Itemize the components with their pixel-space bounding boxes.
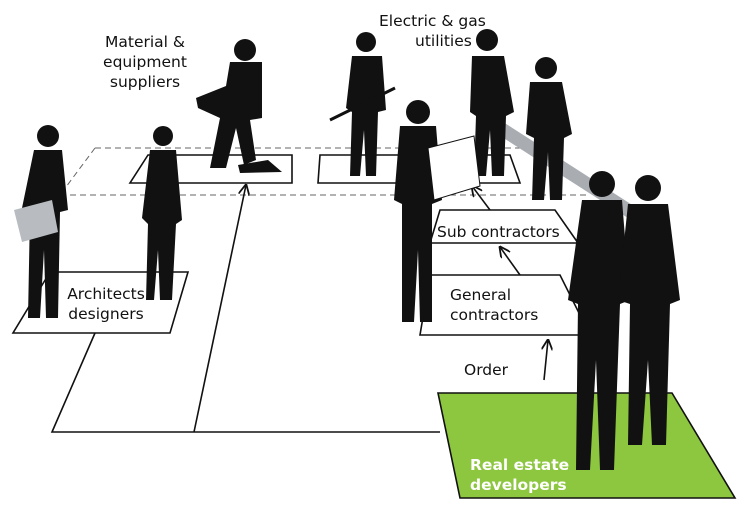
material-suppliers-line-2: equipment (103, 53, 187, 71)
standing-worker-silhouette (329, 32, 396, 176)
developer-man-1-silhouette (568, 171, 630, 470)
radio-worker-silhouette (470, 29, 514, 176)
general-contractors-line-1: General (450, 286, 512, 304)
general-contractors-label: General contractors (450, 285, 538, 325)
utilities-label: Electric & gas utilities (379, 11, 486, 51)
designers-line-2: designers (68, 305, 144, 323)
material-suppliers-line-3: suppliers (109, 73, 181, 91)
utilities-line-2: utilities (415, 32, 472, 50)
developer-man-2-silhouette (618, 175, 680, 445)
order-label: Order (464, 361, 509, 379)
architect-woman-silhouette (142, 126, 182, 300)
utilities-line-1: Electric & gas (379, 12, 486, 30)
real-estate-line-1: Real estate (470, 456, 570, 474)
toolbelt-worker-silhouette (526, 57, 572, 200)
material-suppliers-line-1: Material & (105, 33, 185, 51)
developers-line-2: developers (470, 476, 567, 494)
document-icon (427, 135, 481, 201)
real-estate-developers-label: Real estate developers (470, 455, 569, 495)
silhouettes (14, 29, 680, 470)
shoveling-worker-silhouette (196, 39, 282, 173)
reading-man-silhouette (394, 100, 442, 322)
general-contractors-line-2: contractors (450, 306, 539, 324)
architects-designers-label: Architects designers (58, 284, 154, 324)
sub-contractors-label: Sub contractors (437, 223, 560, 241)
architects-line-1: Architects (67, 285, 145, 303)
connector-lines (50, 185, 548, 433)
bag-icon (14, 200, 58, 242)
material-suppliers-label: Material & equipment suppliers (85, 32, 205, 92)
